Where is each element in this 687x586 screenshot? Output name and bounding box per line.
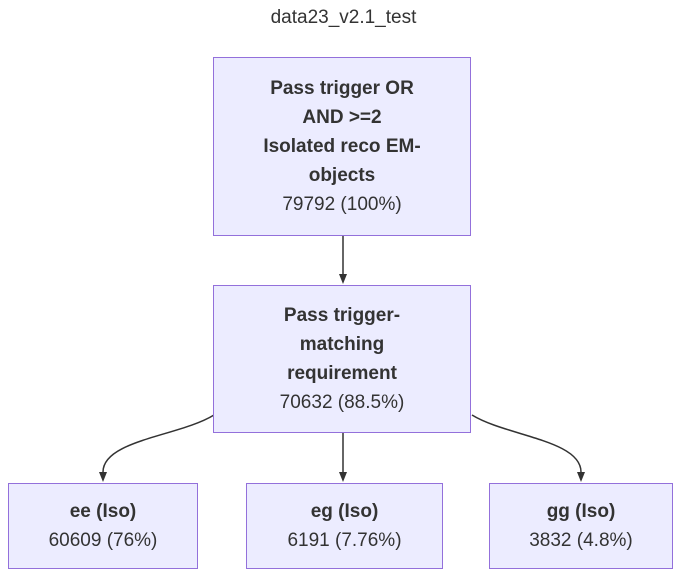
node-gg-iso-count: 3832 (4.8%) [529,530,633,551]
node-root: Pass trigger OR AND >=2 Isolated reco EM… [213,57,471,236]
node-root-label: Pass trigger OR AND >=2 Isolated reco EM… [263,78,421,186]
diagram-title: data23_v2.1_test [270,7,417,28]
node-trigger-matching-label: Pass trigger- matching requirement [283,305,401,384]
node-root-count: 79792 (100%) [282,194,402,215]
node-trigger-matching: Pass trigger- matching requirement 70632… [213,285,471,433]
edge-match-to-ee [99,414,215,482]
edge-match-to-gg [471,414,585,482]
node-gg-iso: gg (Iso) 3832 (4.8%) [489,483,673,569]
node-eg-iso: eg (Iso) 6191 (7.76%) [246,483,443,569]
node-eg-iso-label: eg (Iso) [310,501,379,522]
node-eg-iso-count: 6191 (7.76%) [287,530,402,551]
node-ee-iso: ee (Iso) 60609 (76%) [8,483,198,569]
node-gg-iso-label: gg (Iso) [546,501,616,522]
node-ee-iso-count: 60609 (76%) [48,530,158,551]
node-trigger-matching-count: 70632 (88.5%) [279,392,405,413]
node-ee-iso-label: ee (Iso) [69,501,137,522]
